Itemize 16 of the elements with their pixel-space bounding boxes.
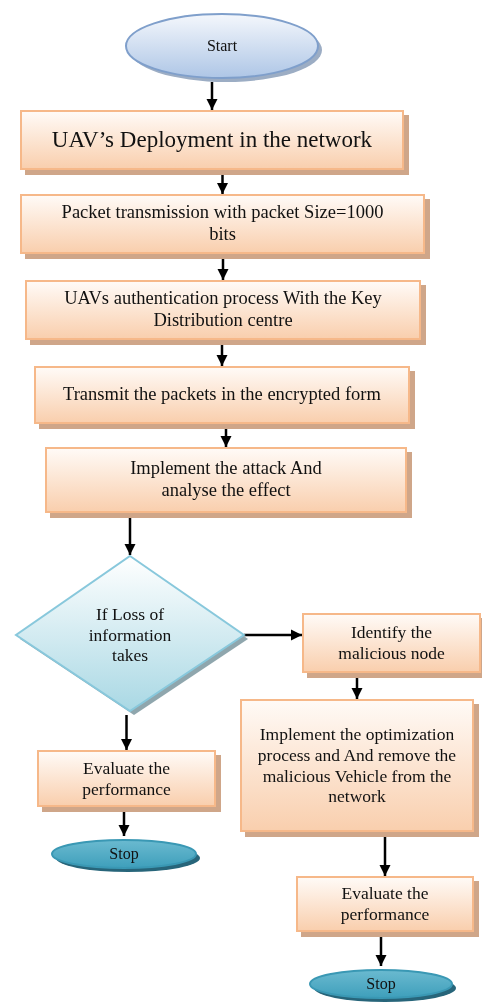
step-text: Packet transmission with packet Size=1000 bits xyxy=(60,202,385,246)
step-text: Stop xyxy=(109,844,139,864)
step-text: Start xyxy=(206,36,238,56)
step-text: UAVs authentication process With the Key Distribution centre xyxy=(63,288,383,332)
arrow xyxy=(244,629,302,641)
arrow xyxy=(206,82,218,110)
step-text: Evaluate the performance xyxy=(81,757,172,800)
arrow xyxy=(120,715,133,750)
step-text: Implement the optimization process and And remove the malicious Vehicle from the network xyxy=(256,724,458,807)
step-text: Transmit the packets in the encrypted form xyxy=(63,384,381,406)
step-text: Identify the malicious node xyxy=(337,622,446,664)
step-text: Evaluate the performance xyxy=(339,883,431,925)
step-text: If Loss of information takes xyxy=(87,604,173,666)
step-text: UAV’s Deployment in the network xyxy=(51,126,373,154)
step-text: Stop xyxy=(366,974,396,994)
step-text: Implement the attack And analyse the effect xyxy=(129,458,323,502)
